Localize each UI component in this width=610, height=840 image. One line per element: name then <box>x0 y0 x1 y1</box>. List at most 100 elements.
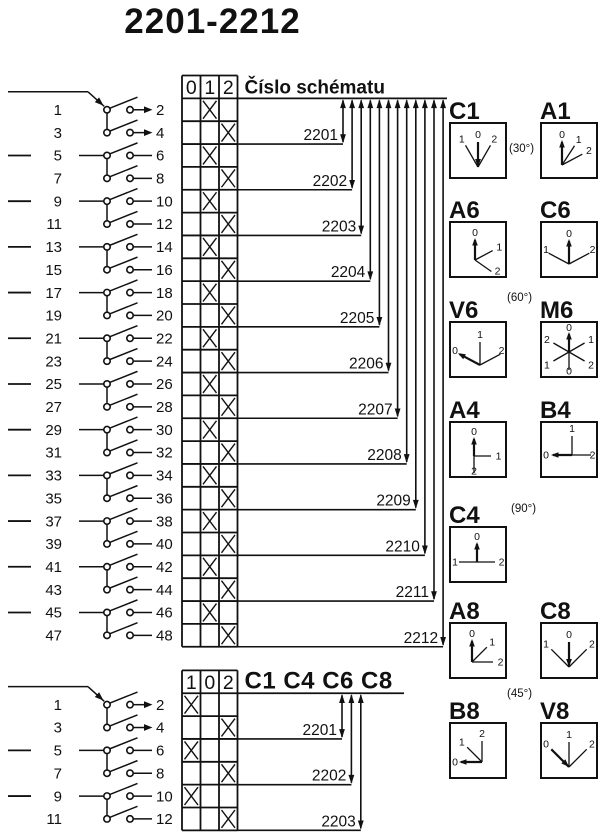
switch-blade-icon <box>109 279 138 292</box>
down-arrow-icon <box>339 729 345 739</box>
pivot-contact-icon <box>103 608 112 617</box>
x-mark-pos-2 <box>220 580 236 599</box>
x-mark-pos-1 <box>202 420 218 440</box>
position-number-label: 2 <box>589 739 595 751</box>
box-label-A6: A6 <box>449 197 480 224</box>
handle-arrow-icon <box>475 159 481 167</box>
fixed-contact-icon <box>126 288 135 297</box>
terminal-label-6: 6 <box>156 743 164 760</box>
fixed-contact-icon <box>126 265 135 274</box>
fixed-contact-icon <box>126 448 135 457</box>
schema-label-2210: 2210 <box>385 538 420 555</box>
x-mark-pos-2 <box>220 488 236 508</box>
pivot-contact-icon <box>103 494 112 503</box>
x-mark-pos-1 <box>202 328 218 348</box>
pivot-contact-icon <box>103 220 112 229</box>
terminal-label-22: 22 <box>156 330 173 347</box>
x-mark-pos-1 <box>202 511 218 531</box>
bottom-header-label: C1 C4 C6 C8 <box>245 667 393 694</box>
handle-arrow-icon <box>469 639 475 647</box>
handle-arrow-icon <box>561 759 569 767</box>
terminal-label-21: 21 <box>45 330 62 347</box>
terminal-label-1: 1 <box>54 697 62 714</box>
terminal-label-4: 4 <box>156 125 164 142</box>
feed-line <box>8 91 105 107</box>
fixed-contact-icon <box>126 197 135 206</box>
position-line-1 <box>466 746 483 763</box>
position-line-1 <box>471 646 488 663</box>
box-label-A1: A1 <box>540 98 571 125</box>
bottom-schema-2201: 2201 <box>237 694 345 740</box>
box-frame <box>449 622 507 679</box>
output-arrow-icon <box>144 701 153 709</box>
up-arrow-icon <box>349 99 355 109</box>
box-frame <box>449 421 507 478</box>
position-number-label: 1 <box>544 359 550 371</box>
fixed-contact-icon <box>126 539 135 548</box>
box-label-V6: V6 <box>449 297 478 324</box>
position-number-label: 0 <box>566 228 572 240</box>
schema-label-2207: 2207 <box>358 401 392 418</box>
x-mark-pos-2 <box>220 214 236 234</box>
feed-line <box>8 685 105 702</box>
terminal-label-23: 23 <box>45 353 62 370</box>
pivot-contact-icon <box>103 585 112 594</box>
position-number-label: 0 <box>475 129 481 141</box>
fixed-contact-icon <box>126 402 135 411</box>
box-label-A4: A4 <box>449 397 480 424</box>
pivot-contact-icon <box>103 814 112 823</box>
pivot-contact-icon <box>103 265 112 274</box>
up-arrow-icon <box>422 99 428 109</box>
up-arrow-icon <box>358 99 365 109</box>
position-number-label: 1 <box>569 423 575 435</box>
fixed-contact-icon <box>126 425 135 434</box>
pivot-contact-icon <box>103 357 112 366</box>
terminal-label-44: 44 <box>156 582 173 599</box>
bottom-schema-2203: 2203 <box>237 694 364 832</box>
terminal-label-1: 1 <box>54 102 62 119</box>
terminal-label-7: 7 <box>54 171 62 188</box>
position-number-label: 2 <box>471 466 477 478</box>
schema-label-2201: 2201 <box>303 722 337 739</box>
x-mark-pos-2 <box>220 260 236 280</box>
angle-note-90: (90°) <box>511 503 536 515</box>
x-mark-pos-2 <box>220 168 236 188</box>
terminal-label-11: 11 <box>46 811 62 828</box>
x-mark-pos-1 <box>183 741 199 760</box>
position-number-label: 1 <box>489 636 495 648</box>
up-arrow-icon <box>403 99 410 109</box>
terminal-label-2: 2 <box>156 697 164 714</box>
top-switch-row-21-22: 21 22 <box>8 324 218 358</box>
box-label-C4: C4 <box>449 502 480 529</box>
schema-label-2209: 2209 <box>376 493 410 510</box>
position-number-label: 2 <box>491 133 497 145</box>
switch-blade-icon <box>109 324 138 338</box>
terminal-label-31: 31 <box>45 445 62 462</box>
position-number-label: 1 <box>543 244 549 256</box>
position-line-2 <box>553 342 570 353</box>
position-number-label: 1 <box>543 639 549 651</box>
terminal-label-14: 14 <box>156 239 173 256</box>
position-number-label: 0 <box>472 227 478 239</box>
switch-blade-icon <box>109 553 138 566</box>
position-line-2 <box>479 353 501 366</box>
schema-label-2204: 2204 <box>331 264 366 281</box>
box-label-V8: V8 <box>540 698 569 725</box>
down-arrow-icon <box>422 545 428 555</box>
switch-blade-icon <box>109 233 138 247</box>
box-label-B8: B8 <box>449 698 480 725</box>
fixed-contact-icon <box>126 608 135 617</box>
terminal-label-11: 11 <box>46 216 62 233</box>
